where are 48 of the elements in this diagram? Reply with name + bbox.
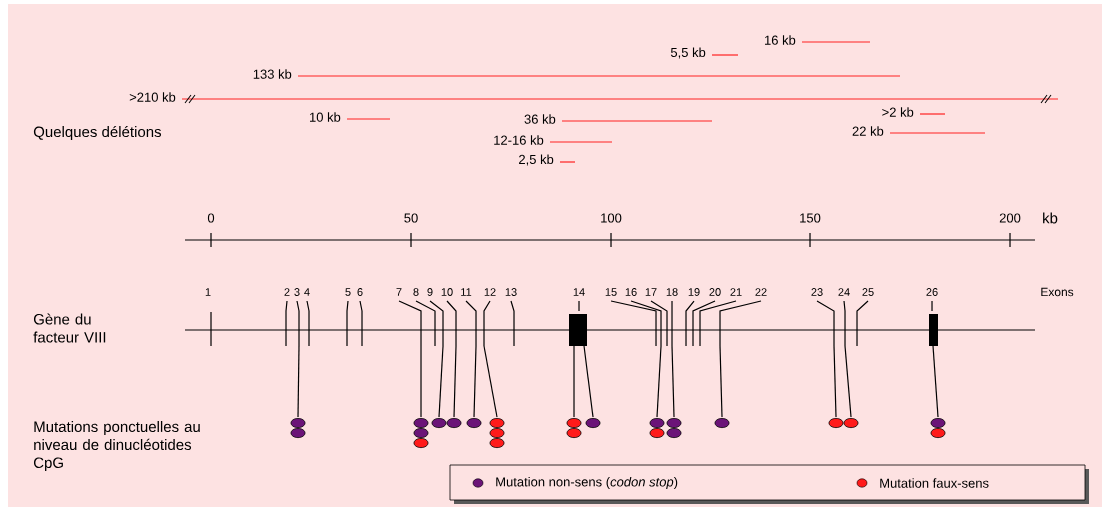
exon-number: 25 (862, 288, 874, 296)
exon-number: 9 (427, 288, 433, 296)
exon-number: 11 (461, 288, 472, 296)
tick-label: 150 (800, 213, 821, 223)
exon-number: 17 (645, 288, 657, 296)
exon-number: 2 (284, 288, 290, 296)
deletion-label: 16 kb (765, 35, 796, 45)
exon-number: 19 (688, 288, 700, 296)
deletion-label: 12-16 kb (494, 135, 544, 145)
row-label: Mutations ponctuelles au niveau de dinucléotides CpG (33, 421, 200, 471)
exon-number: 8 (413, 288, 419, 296)
legend-label: Mutation faux-sens (880, 478, 989, 488)
deletion-label: 36 kb (524, 114, 556, 124)
exon-number: 12 (484, 288, 496, 296)
exon-number: 7 (396, 288, 402, 296)
exon-number: 20 (709, 288, 721, 296)
axis-unit: kb (1043, 212, 1058, 224)
section-label: Quelques délétions (33, 125, 162, 141)
deletion-label: 2,5 kb (519, 154, 554, 166)
exon-number: 24 (838, 288, 850, 296)
deletion-label: 10 kb (310, 112, 341, 122)
exon-number: 22 (755, 288, 767, 296)
deletion-label: 5,5 kb (670, 47, 706, 59)
tick-label: 200 (999, 213, 1021, 223)
exon-number: 15 (605, 288, 617, 296)
exon-number: 16 (625, 288, 637, 296)
exon-number: 21 (730, 288, 742, 296)
deletion-label: 133 kb (253, 69, 292, 79)
exon-number: 5 (345, 288, 351, 296)
tick-label: 0 (207, 213, 215, 223)
exon-number: 10 (441, 288, 453, 296)
exon-number: 13 (505, 288, 517, 296)
row-label: Exons (1041, 287, 1074, 297)
legend-label: Mutation non-sens (codon stop) (496, 476, 678, 490)
row-label: Gène du facteur VIII (33, 313, 106, 343)
exon-number: 23 (811, 288, 823, 296)
deletion-label: >2 kb (882, 107, 914, 117)
tick-label: 50 (404, 213, 418, 223)
tick-label: 100 (601, 213, 622, 223)
exon-number: 26 (926, 288, 938, 296)
exon-number: 1 (205, 288, 211, 296)
exon-number: 4 (304, 288, 310, 296)
deletion-label: 22 kb (852, 126, 884, 136)
exon-number: 18 (666, 288, 678, 296)
deletion-label: >210 kb (129, 92, 176, 102)
exon-number: 14 (573, 288, 585, 296)
exon-number: 6 (357, 288, 363, 296)
exon-number: 3 (294, 288, 300, 296)
